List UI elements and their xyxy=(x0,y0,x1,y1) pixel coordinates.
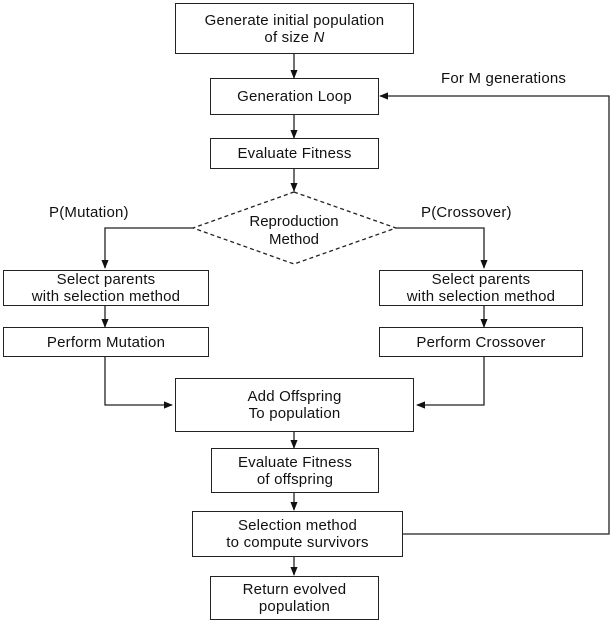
edge-reproduction-to-right xyxy=(396,227,488,269)
return-population-line1: Return evolved xyxy=(242,581,347,598)
generate-population-line1: Generate initial population xyxy=(204,11,385,29)
reproduction-method-line1: Reproduction xyxy=(249,213,339,230)
reproduction-method-label: Reproduction Method xyxy=(214,213,374,249)
select-parents-right-line2: with selection method xyxy=(406,288,556,305)
generation-loop-label: Generation Loop xyxy=(237,88,352,105)
generate-population-line2: of size N xyxy=(264,28,325,46)
evaluate-fitness-label: Evaluate Fitness xyxy=(237,145,352,162)
evaluate-fitness-offspring-box: Evaluate Fitness of offspring xyxy=(211,448,379,493)
selection-survivors-line2: to compute survivors xyxy=(226,534,369,551)
mutation-probability-label: P(Mutation) xyxy=(49,204,129,221)
perform-crossover-label: Perform Crossover xyxy=(416,333,546,351)
reproduction-method-line2: Method xyxy=(268,231,320,248)
edge-mutation-to-add xyxy=(104,356,173,409)
select-parents-right-box: Select parents with selection method xyxy=(379,270,583,306)
generation-loop-box: Generation Loop xyxy=(210,78,379,115)
edge-reproduction-to-left xyxy=(101,227,193,269)
add-offspring-line1: Add Offspring xyxy=(247,388,342,405)
generate-population-box: Generate initial population of size N xyxy=(175,3,414,54)
return-population-box: Return evolved population xyxy=(210,576,379,620)
edge-loop-back xyxy=(379,92,610,535)
decision-diamond xyxy=(191,191,398,265)
select-parents-left-line2: with selection method xyxy=(31,288,181,305)
evaluate-fitness-box: Evaluate Fitness xyxy=(210,138,379,169)
select-parents-left-line1: Select parents xyxy=(56,271,156,288)
evaluate-fitness-offspring-line1: Evaluate Fitness xyxy=(237,453,353,471)
select-parents-left-box: Select parents with selection method xyxy=(3,270,209,306)
crossover-probability-label: P(Crossover) xyxy=(421,204,512,221)
add-offspring-box: Add Offspring To population xyxy=(175,378,414,432)
population-size-variable: N xyxy=(313,28,325,46)
loop-edge-label: For M generations xyxy=(441,70,567,87)
evaluate-fitness-offspring-line2: of offspring xyxy=(256,470,334,488)
selection-survivors-box: Selection method to compute survivors xyxy=(192,511,403,557)
add-offspring-line2: To population xyxy=(248,405,341,422)
return-population-line2: population xyxy=(258,598,331,615)
select-parents-right-line1: Select parents xyxy=(431,271,531,288)
selection-survivors-line1: Selection method xyxy=(237,517,358,534)
edge-crossover-to-add xyxy=(416,356,485,409)
perform-crossover-box: Perform Crossover xyxy=(379,327,583,357)
perform-mutation-box: Perform Mutation xyxy=(3,327,209,357)
perform-mutation-label: Perform Mutation xyxy=(46,333,166,351)
